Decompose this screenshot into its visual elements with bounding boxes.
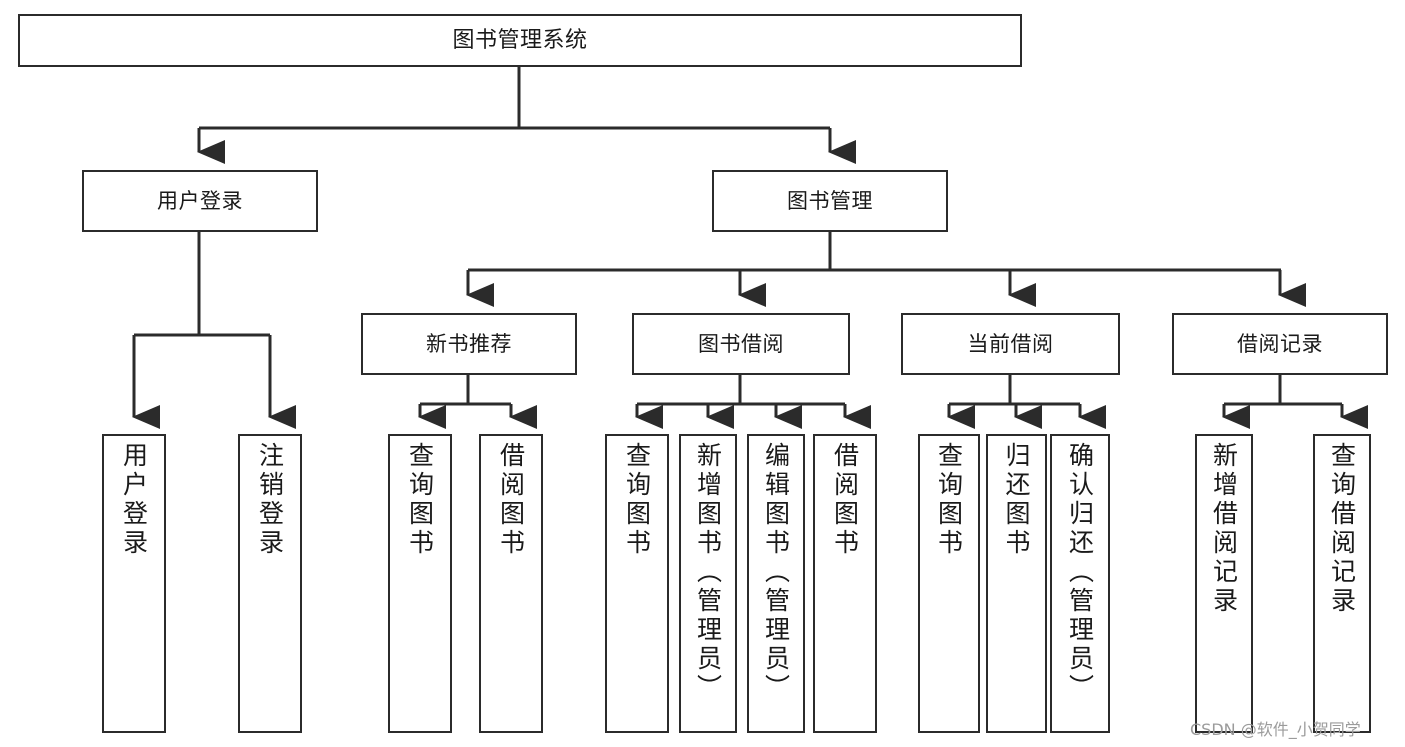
csdn-watermark: CSDN @软件_小贺同学 bbox=[1190, 720, 1361, 739]
node-label: 图书管理 bbox=[787, 188, 873, 213]
leaf-borrow-borrow-book[interactable]: 借阅图书 bbox=[813, 434, 877, 733]
leaf-current-query-book[interactable]: 查询图书 bbox=[918, 434, 980, 733]
leaf-borrow-edit-book-admin[interactable]: 编辑图书（管理员） bbox=[747, 434, 805, 733]
node-label: 图书管理系统 bbox=[452, 27, 588, 53]
node-label: 确认归还（管理员） bbox=[1065, 442, 1095, 703]
leaf-recommend-query-book[interactable]: 查询图书 bbox=[388, 434, 452, 733]
leaf-user-login-login[interactable]: 用户登录 bbox=[102, 434, 166, 733]
node-label: 借阅图书 bbox=[496, 442, 526, 558]
node-label: 查询图书 bbox=[934, 442, 964, 558]
node-book-borrow[interactable]: 图书借阅 bbox=[632, 313, 850, 375]
node-label: 编辑图书（管理员） bbox=[761, 442, 791, 703]
leaf-user-login-logout[interactable]: 注销登录 bbox=[238, 434, 302, 733]
node-label: 借阅图书 bbox=[830, 442, 860, 558]
node-label: 新增图书（管理员） bbox=[693, 442, 723, 703]
node-label: 当前借阅 bbox=[967, 331, 1054, 356]
node-label: 注销登录 bbox=[255, 442, 285, 558]
leaf-current-return-book[interactable]: 归还图书 bbox=[986, 434, 1047, 733]
node-label: 查询图书 bbox=[622, 442, 652, 558]
leaf-recommend-borrow-book[interactable]: 借阅图书 bbox=[479, 434, 543, 733]
leaf-borrow-add-book-admin[interactable]: 新增图书（管理员） bbox=[679, 434, 737, 733]
node-label: 查询借阅记录 bbox=[1327, 442, 1357, 616]
node-current-borrow[interactable]: 当前借阅 bbox=[901, 313, 1120, 375]
leaf-current-confirm-return-admin[interactable]: 确认归还（管理员） bbox=[1050, 434, 1110, 733]
node-label: 用户登录 bbox=[157, 188, 243, 213]
node-label: 新书推荐 bbox=[426, 331, 512, 356]
node-new-book-recommend[interactable]: 新书推荐 bbox=[361, 313, 577, 375]
node-label: 归还图书 bbox=[1002, 442, 1031, 558]
node-root-system[interactable]: 图书管理系统 bbox=[18, 14, 1022, 67]
node-label: 借阅记录 bbox=[1237, 331, 1323, 356]
leaf-record-add-record[interactable]: 新增借阅记录 bbox=[1195, 434, 1253, 733]
leaf-borrow-query-book[interactable]: 查询图书 bbox=[605, 434, 669, 733]
node-label: 用户登录 bbox=[119, 442, 149, 558]
node-label: 图书借阅 bbox=[698, 331, 784, 356]
node-user-login[interactable]: 用户登录 bbox=[82, 170, 318, 232]
node-borrow-record[interactable]: 借阅记录 bbox=[1172, 313, 1388, 375]
node-label: 新增借阅记录 bbox=[1209, 442, 1239, 616]
node-book-management[interactable]: 图书管理 bbox=[712, 170, 948, 232]
node-label: 查询图书 bbox=[405, 442, 435, 558]
leaf-record-query-record[interactable]: 查询借阅记录 bbox=[1313, 434, 1371, 733]
